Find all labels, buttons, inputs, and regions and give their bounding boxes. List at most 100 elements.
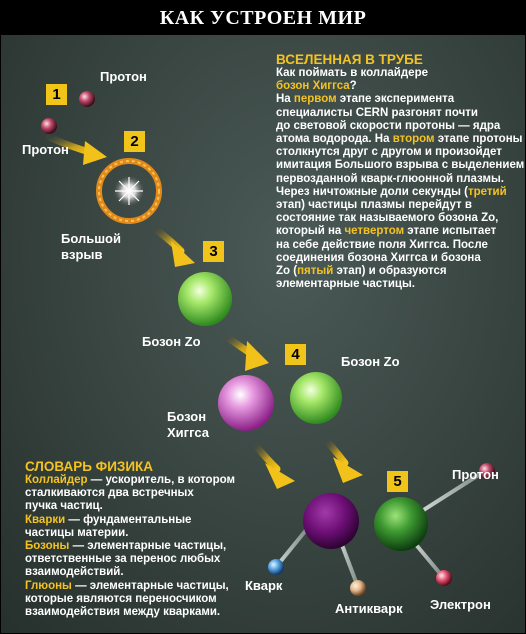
article-text: специалисты CERN разгонят почти xyxy=(276,106,478,119)
step-3-badge: 3 xyxy=(203,241,224,262)
boson-zo-3 xyxy=(178,272,232,326)
article-text: элементарные частицы. xyxy=(276,278,415,291)
article-line: Как поймать в коллайдере xyxy=(276,67,524,80)
article-text: Как поймать в коллайдере xyxy=(276,67,428,79)
glossary-text: пучка частиц. xyxy=(25,500,103,513)
glossary-text: — ускоритель, в котором xyxy=(87,474,235,486)
article-line: на себе действие поля Хиггса. После xyxy=(276,239,524,252)
article-text: атома водорода. На xyxy=(276,133,393,146)
article-text: этап) и образуются xyxy=(333,265,447,278)
glossary-text: — элементарные частицы, xyxy=(71,579,229,592)
glossary-line: пучка частиц. xyxy=(25,500,235,513)
label-proton-5: Протон xyxy=(452,467,499,482)
label-quark: Кварк xyxy=(245,578,283,593)
glossary-line: Кварки — фундаментальные xyxy=(25,514,235,527)
article-line: элементарные частицы. xyxy=(276,278,524,291)
glossary-term: Кварки xyxy=(25,513,66,526)
article-line: до световой скорости протоны — ядра xyxy=(276,120,524,133)
article-text: этап) частицы плазмы перейдут в xyxy=(276,199,472,212)
article-highlight: втором xyxy=(392,133,435,146)
boson-zo-4 xyxy=(290,372,342,424)
step-2-badge: 2 xyxy=(124,131,145,152)
article-highlight: четвертом xyxy=(344,225,405,238)
glossary-title: СЛОВАРЬ ФИЗИКА xyxy=(25,459,154,474)
proton-top xyxy=(79,91,95,107)
article-text: на себе действие поля Хиггса. После xyxy=(276,238,488,251)
article-text: до световой скорости протоны — ядра xyxy=(276,119,501,132)
article-line: состояние так называемого бозона Zo, xyxy=(276,212,524,225)
label-higgs-1: Бозон xyxy=(167,409,207,424)
glossary-text: взаимодействий. xyxy=(25,566,124,579)
glossary-term: Глюоны xyxy=(25,579,72,592)
arrow-4-5b xyxy=(323,437,363,483)
label-proton-top: Протон xyxy=(100,69,147,84)
article-text: этапе испытает xyxy=(404,225,497,238)
article-highlight: бозон Хиггса xyxy=(276,80,350,93)
label-boson-zo-4: Бозон Zo xyxy=(341,354,400,369)
glossary-line: которые являются переносчиком xyxy=(25,593,235,606)
article-text: этапе эксперимента xyxy=(336,93,455,106)
particle-purple xyxy=(303,493,359,549)
article-text: состояние так называемого бозона Zo, xyxy=(276,212,499,225)
arrow-2-3 xyxy=(151,225,195,267)
article-line: соединения бозона Хиггса и бозона xyxy=(276,252,524,265)
proton-particle xyxy=(479,463,495,479)
label-higgs-2: Хиггса xyxy=(167,425,209,440)
proton-left xyxy=(41,118,57,134)
quark-particle xyxy=(268,559,284,575)
article-line: атома водорода. На втором этапе протоны xyxy=(276,133,524,146)
glossary-text: сталкиваются два встречных xyxy=(25,487,194,500)
particle-green xyxy=(374,497,428,551)
glossary-text: которые являются переносчиком xyxy=(25,592,217,605)
antiquark-particle xyxy=(350,580,366,596)
glossary-text: — фундаментальные xyxy=(65,513,192,526)
label-big-bang-2: взрыв xyxy=(61,247,103,262)
glossary-line: Бозоны — элементарные частицы, xyxy=(25,540,235,553)
article-text: этапе протоны xyxy=(434,133,523,146)
article-text: На xyxy=(276,93,294,106)
glossary-line: взаимодействий. xyxy=(25,566,235,579)
glossary-line: сталкиваются два встречных xyxy=(25,487,235,500)
step-1-badge: 1 xyxy=(46,84,67,105)
label-antiquark: Антикварк xyxy=(335,601,403,616)
article-text: соединения бозона Хиггса и бозона xyxy=(276,251,481,264)
article-line: первозданной кварк-глюонной плазмы. xyxy=(276,173,524,186)
article-title: ВСЕЛЕННАЯ В ТРУБЕ xyxy=(276,52,423,67)
glossary-text: частицы материи. xyxy=(25,526,129,539)
article-highlight: первом xyxy=(293,93,337,106)
glossary-term: Коллайдер xyxy=(25,474,88,486)
article-text: ? xyxy=(349,80,357,93)
big-bang xyxy=(96,158,162,224)
glossary-term: Бозоны xyxy=(25,540,70,553)
label-electron: Электрон xyxy=(430,597,491,612)
glossary: СЛОВАРЬ ФИЗИКА Коллайдер — ускоритель, в… xyxy=(25,459,235,619)
article-highlight: третий xyxy=(468,185,507,198)
article-text: который на xyxy=(276,225,345,238)
arrow-1-2 xyxy=(45,133,107,165)
glossary-text: ответственные за перенос любых xyxy=(25,553,221,566)
arrow-4-5a xyxy=(251,441,295,489)
glossary-line: Коллайдер — ускоритель, в котором xyxy=(25,474,235,487)
glossary-text: — элементарные частицы, xyxy=(69,540,227,553)
article-line: который на четвертом этапе испытает xyxy=(276,225,524,238)
article-line: бозон Хиггса? xyxy=(276,80,524,93)
higgs-boson xyxy=(218,375,274,431)
arrow-3-4 xyxy=(223,333,269,371)
electron-particle xyxy=(436,570,452,586)
article-text: первозданной кварк-глюонной плазмы. xyxy=(276,172,505,185)
glossary-text: взаимодействия между кварками. xyxy=(25,606,221,619)
glossary-line: частицы материи. xyxy=(25,527,235,540)
article-line: этап) частицы плазмы перейдут в xyxy=(276,199,524,212)
article-highlight: пятый xyxy=(297,265,334,278)
article-line: На первом этапе эксперимента xyxy=(276,93,524,106)
article-text: имитация Большого взрыва с выделением xyxy=(276,159,525,172)
label-proton-left: Протон xyxy=(22,142,69,157)
article-text: столкнутся друг с другом и произойдет xyxy=(276,146,502,159)
article-line: специалисты CERN разгонят почти xyxy=(276,107,524,120)
label-boson-zo-3: Бозон Zo xyxy=(142,334,201,349)
step-5-badge: 5 xyxy=(387,471,408,492)
